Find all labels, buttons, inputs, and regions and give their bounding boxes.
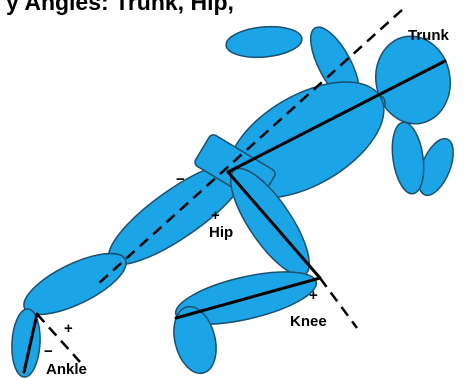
trunk-label: Trunk <box>408 27 449 44</box>
ankle-plus-sign: + <box>64 320 73 337</box>
title-fragment: y Angles: Trunk, Hip, <box>6 0 234 15</box>
hip-label: Hip <box>209 224 233 241</box>
hip-plus-sign: + <box>211 207 220 224</box>
knee-label: Knee <box>290 313 327 330</box>
upper-arm-back <box>225 24 303 61</box>
knee-plus-sign: + <box>309 287 318 304</box>
ankle-label: Ankle <box>46 361 87 378</box>
ankle-minus-sign: − <box>44 343 53 360</box>
body-figure <box>10 20 460 377</box>
upper-arm-front <box>388 120 428 195</box>
hip-minus-sign: − <box>176 171 185 188</box>
